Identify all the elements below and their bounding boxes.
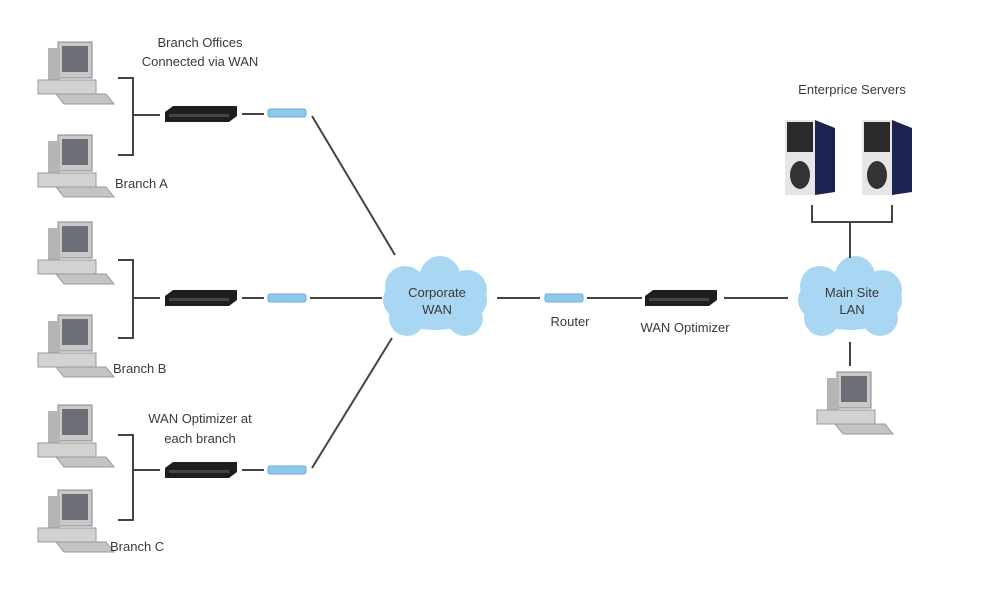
branch-a-computer-1-icon	[37, 41, 115, 105]
branch-a-computer-2-icon	[37, 134, 115, 198]
server-2-icon	[862, 120, 912, 195]
label-corporate-wan-2: WAN	[422, 302, 452, 317]
branch-b-router-icon	[267, 293, 307, 303]
link-c-wan	[311, 337, 393, 469]
branch-b-computer-2-icon	[37, 314, 115, 378]
label-optimizer-branch-1: WAN Optimizer at	[148, 411, 252, 426]
branch-c-wan-optimizer-icon	[165, 462, 237, 478]
branch-a-wan-optimizer-icon	[165, 106, 237, 122]
branch-c-computer-1-icon	[37, 404, 115, 468]
branch-b-computer-1-icon	[37, 221, 115, 285]
branch-b-connector	[118, 259, 160, 339]
main-site-computer-icon	[816, 371, 894, 435]
branch-b-wan-optimizer-icon	[165, 290, 237, 306]
main-wan-optimizer-icon	[645, 290, 717, 306]
label-main-site-2: LAN	[839, 302, 864, 317]
label-branch-a: Branch A	[115, 176, 168, 191]
branch-a-router-icon	[267, 108, 307, 118]
label-corporate-wan-1: Corporate	[408, 285, 466, 300]
label-branch-offices-1: Branch Offices	[157, 35, 243, 50]
branch-c-connector	[118, 434, 160, 521]
label-branch-b: Branch B	[113, 361, 166, 376]
branch-a-connector	[118, 77, 160, 156]
label-wan-optimizer: WAN Optimizer	[640, 320, 730, 335]
label-branch-offices-2: Connected via WAN	[142, 54, 259, 69]
branch-c-router-icon	[267, 465, 307, 475]
main-router-icon	[544, 293, 584, 303]
label-router: Router	[550, 314, 590, 329]
branch-c-computer-2-icon	[37, 489, 115, 553]
label-main-site-1: Main Site	[825, 285, 879, 300]
label-enterprise-servers: Enterprice Servers	[798, 82, 906, 97]
link-a-wan	[311, 115, 396, 256]
server-connector	[811, 205, 893, 258]
label-optimizer-branch-2: each branch	[164, 431, 236, 446]
server-1-icon	[785, 120, 835, 195]
label-branch-c: Branch C	[110, 539, 164, 554]
